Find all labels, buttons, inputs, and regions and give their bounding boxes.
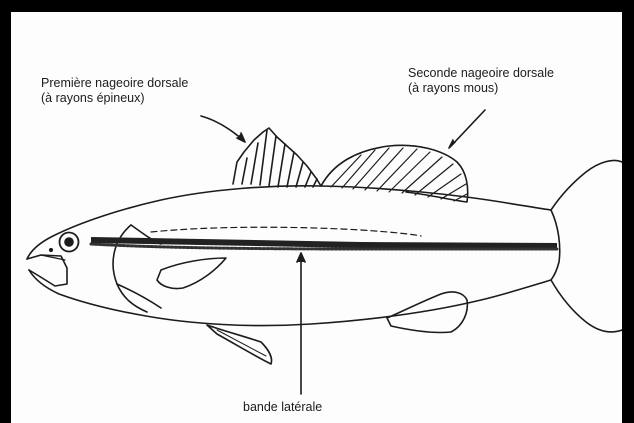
- anal-fin: [387, 292, 467, 333]
- label-second-dorsal-line2: (à rayons mous): [408, 81, 554, 96]
- pectoral-fin: [157, 258, 226, 289]
- label-first-dorsal-line1: Première nageoire dorsale: [41, 76, 188, 91]
- arrow-lateral-band: [297, 253, 305, 394]
- first-dorsal-fin: [233, 128, 321, 187]
- label-second-dorsal-line1: Seconde nageoire dorsale: [408, 66, 554, 81]
- lateral-line: [151, 227, 421, 236]
- label-first-dorsal-line2: (à rayons épineux): [41, 91, 188, 106]
- arrow-first-dorsal: [201, 116, 245, 142]
- second-dorsal-fin: [321, 145, 468, 202]
- pelvic-fin: [207, 325, 272, 364]
- eye: [60, 233, 79, 252]
- diagram-paper: Première nageoire dorsale (à rayons épin…: [11, 12, 622, 423]
- label-lateral-band: bande latérale: [243, 400, 322, 415]
- label-first-dorsal-fin: Première nageoire dorsale (à rayons épin…: [41, 76, 188, 106]
- arrow-second-dorsal: [449, 110, 485, 148]
- label-second-dorsal-fin: Seconde nageoire dorsale (à rayons mous): [408, 66, 554, 96]
